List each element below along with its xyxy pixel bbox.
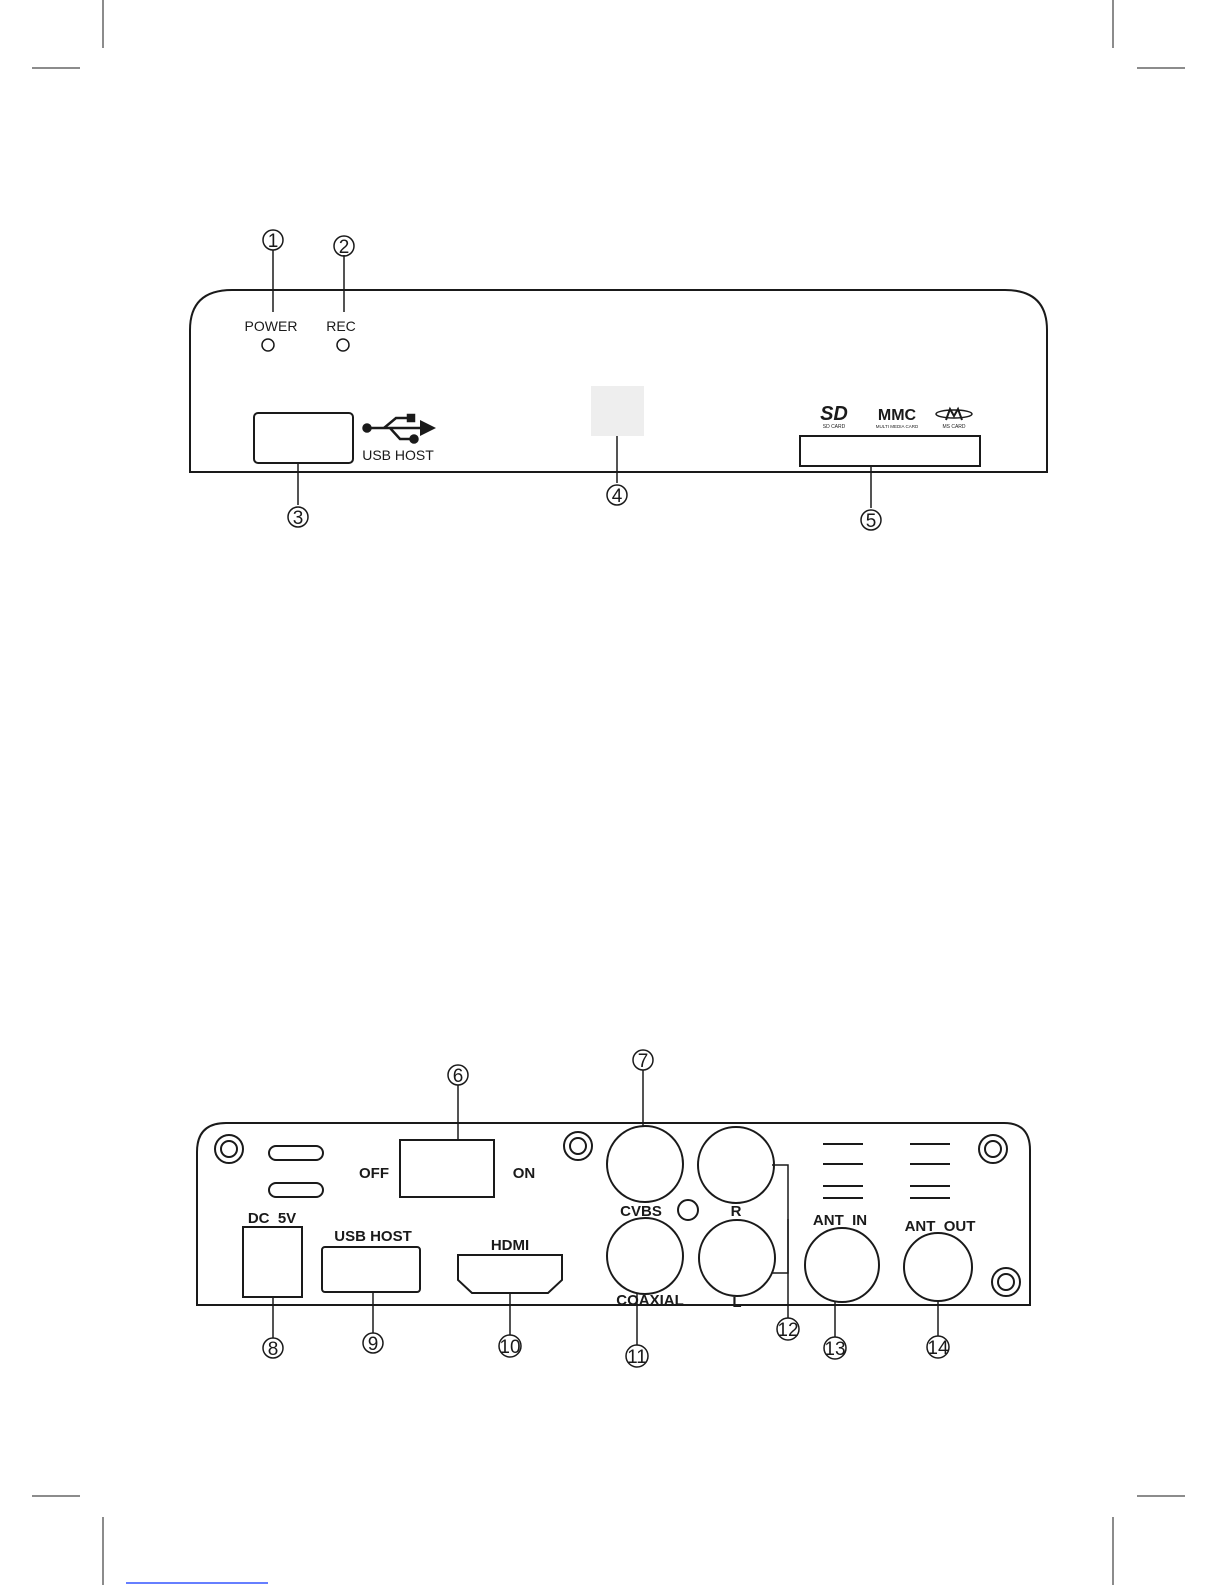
vent-dashes [823,1144,950,1198]
switch-off-label: OFF [359,1165,389,1182]
vent-slot [269,1146,323,1160]
front-panel-outline [190,290,1047,472]
front-callouts [273,250,871,508]
ir-receiver-window [591,386,644,436]
hdmi-port [458,1255,562,1293]
callout-3: 3 [288,507,308,529]
rear-usb-port [322,1247,420,1292]
rec-label: REC [326,318,356,334]
ant-out-jack [904,1233,972,1301]
screw-icon [979,1135,1007,1163]
callout-9: 9 [363,1333,383,1355]
mmc-logo: MMC [878,407,917,424]
svg-text:2: 2 [339,237,350,258]
card-reader-slot [800,436,980,466]
rear-usb-host-label: USB HOST [334,1228,412,1245]
crop-marks [32,0,1185,1585]
front-usb-port [254,413,353,463]
svg-text:7: 7 [638,1051,649,1072]
dc-power-jack [243,1227,302,1297]
usb-trident-icon [364,415,437,443]
audio-l-label: L [732,1294,741,1311]
rear-callouts [273,1070,938,1345]
svg-text:4: 4 [612,486,623,507]
callout-14: 14 [927,1336,949,1359]
audio-r-jack [698,1127,774,1203]
screw-icon [215,1135,243,1163]
svg-text:3: 3 [293,508,304,529]
callout-8: 8 [263,1338,283,1360]
ms-card-logo-icon [936,409,972,420]
callout-12: 12 [777,1318,799,1341]
ant-in-jack [805,1228,879,1302]
svg-text:12: 12 [777,1320,798,1341]
svg-text:8: 8 [268,1339,279,1360]
svg-text:13: 13 [824,1339,845,1360]
front-usb-host-label: USB HOST [362,447,434,463]
screw-icon [564,1132,592,1160]
svg-text:11: 11 [627,1347,647,1368]
center-indicator-icon [678,1200,698,1220]
cvbs-jack [607,1126,683,1202]
callout-10: 10 [499,1335,521,1358]
hdmi-label: HDMI [491,1237,529,1254]
callout-6: 6 [448,1065,468,1087]
audio-l-jack [699,1220,775,1296]
dc-5v-label: DC 5V [248,1210,296,1227]
svg-text:5: 5 [866,511,877,532]
sd-card-caption: SD CARD [823,424,846,430]
svg-text:14: 14 [927,1338,949,1359]
callout-4: 4 [607,485,627,507]
rec-led-icon [337,339,349,351]
mmc-caption: MULTI MEDIA CARD [876,424,919,429]
coaxial-jack [607,1218,683,1294]
callout-11: 11 [626,1345,648,1368]
svg-text:1: 1 [268,231,279,252]
screw-icon [992,1268,1020,1296]
callout-1: 1 [263,230,283,252]
ant-in-label: ANT IN [813,1212,867,1229]
vent-slot [269,1183,323,1197]
coaxial-label: COAXIAL [616,1292,684,1309]
svg-text:9: 9 [368,1334,379,1355]
svg-text:10: 10 [499,1337,520,1358]
callout-2: 2 [334,236,354,258]
sd-card-logo: SD [820,403,848,425]
switch-on-label: ON [513,1165,536,1182]
audio-r-label: R [731,1203,742,1220]
callout-5: 5 [861,510,881,532]
power-switch [400,1140,494,1197]
ms-card-caption: MS CARD [942,424,965,430]
power-led-icon [262,339,274,351]
callout-13: 13 [824,1337,846,1360]
power-label: POWER [245,318,298,334]
front-panel: POWER REC USB HOST SD SD CARD MMC MULTI … [190,290,1047,472]
svg-text:6: 6 [453,1066,464,1087]
callout-7: 7 [633,1050,653,1072]
rear-panel: OFF ON DC 5V USB HOST HDMI CVBS COAXIAL … [197,1123,1030,1311]
